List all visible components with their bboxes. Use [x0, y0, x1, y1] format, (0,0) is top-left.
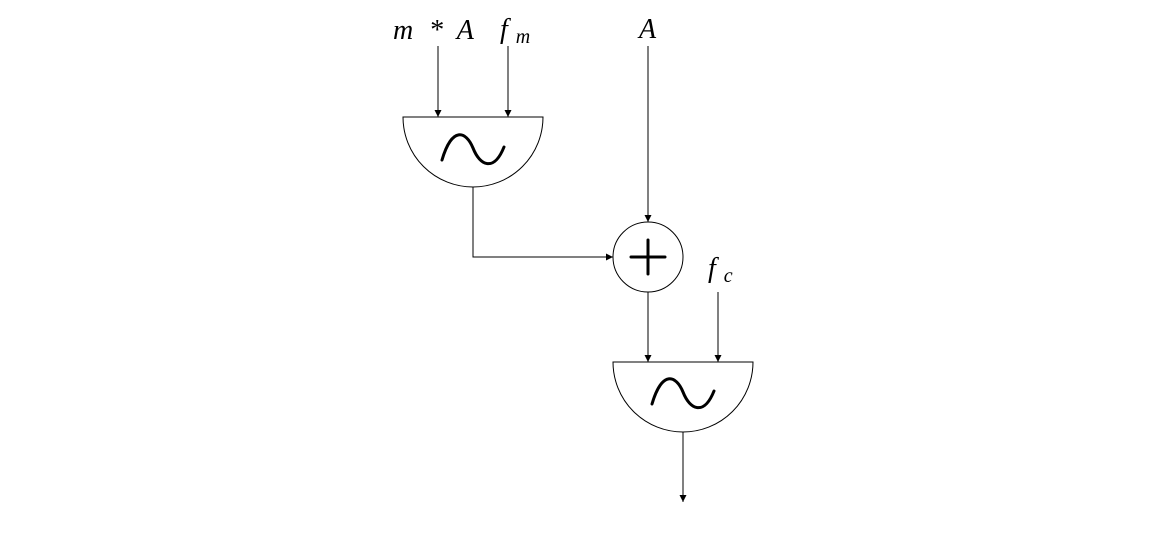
mod-amp-a: A [455, 15, 475, 46]
carrier-freq-base: f [708, 253, 719, 284]
mod-freq-sub: m [516, 26, 530, 48]
mod-amp-star: * [430, 15, 444, 46]
carrier-freq-sub: c [724, 265, 733, 287]
plus-icon [629, 238, 667, 276]
mod-amp-m: m [393, 15, 413, 46]
carrier-frequency-label: f c [708, 253, 733, 287]
mod-amplitude-label: m * A [393, 15, 475, 46]
mod-frequency-label: f m [500, 14, 530, 48]
sine-wave-icon [650, 377, 716, 410]
sine-wave-icon [440, 133, 506, 166]
modulator-output-wire [472, 187, 613, 261]
mod-freq-base: f [500, 14, 511, 45]
carrier-amplitude-label: A [637, 14, 657, 45]
modulator-oscillator [402, 116, 544, 188]
carrier-oscillator [612, 361, 754, 433]
